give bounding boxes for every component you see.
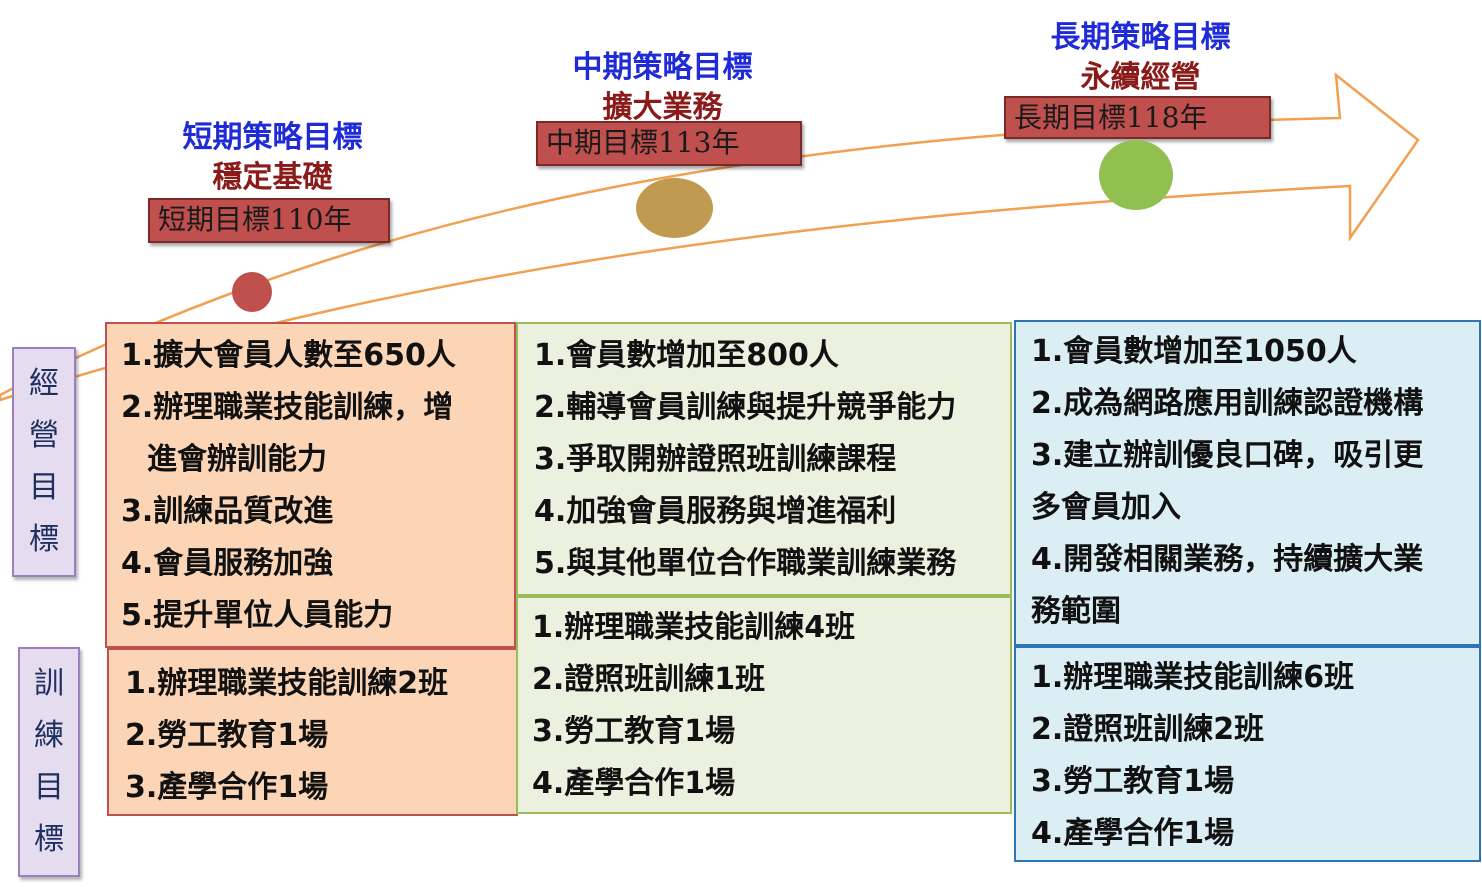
goal-item: 2.辦理職業技能訓練，增 [121,390,454,425]
goal-item: 2.證照班訓練2班 [1031,712,1265,747]
goal-item: 2.成為網路應用訓練認證機構 [1031,386,1424,421]
mid-term-training-goals: 1.辦理職業技能訓練4班 2.證照班訓練1班 3.勞工教育1場 4.產學合作1場 [516,596,1012,814]
goal-item: 4.產學合作1場 [1031,816,1235,851]
training-goals-label: 訓 練 目 標 [18,647,80,877]
goal-item: 1.辦理職業技能訓練6班 [1031,660,1355,695]
goal-item: 1.辦理職業技能訓練2班 [125,666,449,701]
mid-term-marker [636,178,713,238]
training-goals-label-char: 練 [34,718,64,753]
goal-item: 3.勞工教育1場 [1031,764,1235,799]
mid-term-target: 中期目標113年 [536,121,802,166]
goal-item: 3.產學合作1場 [125,770,329,805]
goal-item: 2.輔導會員訓練與提升競爭能力 [534,390,957,425]
goal-item: 多會員加入 [1031,490,1181,525]
goal-item: 2.證照班訓練1班 [532,662,766,697]
goal-item: 2.勞工教育1場 [125,718,329,753]
business-goals-label-char: 目 [29,470,59,505]
short-term-subtitle: 穩定基礎 [212,160,333,195]
goal-item: 4.開發相關業務，持續擴大業 [1031,542,1424,577]
business-goals-label-char: 營 [29,418,59,453]
long-term-business-goals: 1.會員數增加至1050人 2.成為網路應用訓練認證機構 3.建立辦訓優良口碑，… [1014,320,1481,646]
short-term-target: 短期目標110年 [148,198,390,243]
timeline-arrow-shape [0,72,1420,402]
goal-item: 4.加強會員服務與增進福利 [534,494,897,529]
long-term-title: 長期策略目標 [1050,20,1231,55]
business-goals-label: 經 營 目 標 [12,347,76,577]
goal-item: 4.會員服務加強 [121,546,334,581]
goal-item: 3.爭取開辦證照班訓練課程 [534,442,897,477]
goal-item: 1.辦理職業技能訓練4班 [532,610,856,645]
mid-term-business-goals: 1.會員數增加至800人 2.輔導會員訓練與提升競爭能力 3.爭取開辦證照班訓練… [516,322,1012,596]
business-goals-label-char: 標 [29,522,59,557]
goal-item: 務範圍 [1031,594,1121,629]
training-goals-label-char: 訓 [34,666,64,701]
mid-term-subtitle: 擴大業務 [602,90,723,125]
goal-item: 1.會員數增加至800人 [534,338,839,373]
goal-item: 3.建立辦訓優良口碑，吸引更 [1031,438,1424,473]
short-term-training-goals: 1.辦理職業技能訓練2班 2.勞工教育1場 3.產學合作1場 [107,648,518,816]
mid-term-title: 中期策略目標 [572,50,753,85]
goal-item: 5.與其他單位合作職業訓練業務 [534,546,957,581]
goal-item: 1.會員數增加至1050人 [1031,334,1357,369]
long-term-target: 長期目標118年 [1004,96,1271,139]
long-term-subtitle: 永續經營 [1080,60,1201,95]
long-term-training-goals: 1.辦理職業技能訓練6班 2.證照班訓練2班 3.勞工教育1場 4.產學合作1場 [1014,646,1481,862]
goal-item: 3.勞工教育1場 [532,714,736,749]
short-term-title: 短期策略目標 [182,120,363,155]
goal-item: 5.提升單位人員能力 [121,598,394,633]
short-term-business-goals: 1.擴大會員人數至650人 2.辦理職業技能訓練，增 進會辦訓能力 3.訓練品質… [105,322,516,648]
training-goals-label-char: 目 [34,770,64,805]
goal-item: 進會辦訓能力 [147,442,327,477]
training-goals-label-char: 標 [34,822,64,857]
goal-item: 1.擴大會員人數至650人 [121,338,456,373]
business-goals-label-char: 經 [29,366,59,401]
goal-item: 4.產學合作1場 [532,766,736,801]
goal-item: 3.訓練品質改進 [121,494,334,529]
long-term-marker [1099,140,1173,210]
short-term-marker [232,272,272,312]
